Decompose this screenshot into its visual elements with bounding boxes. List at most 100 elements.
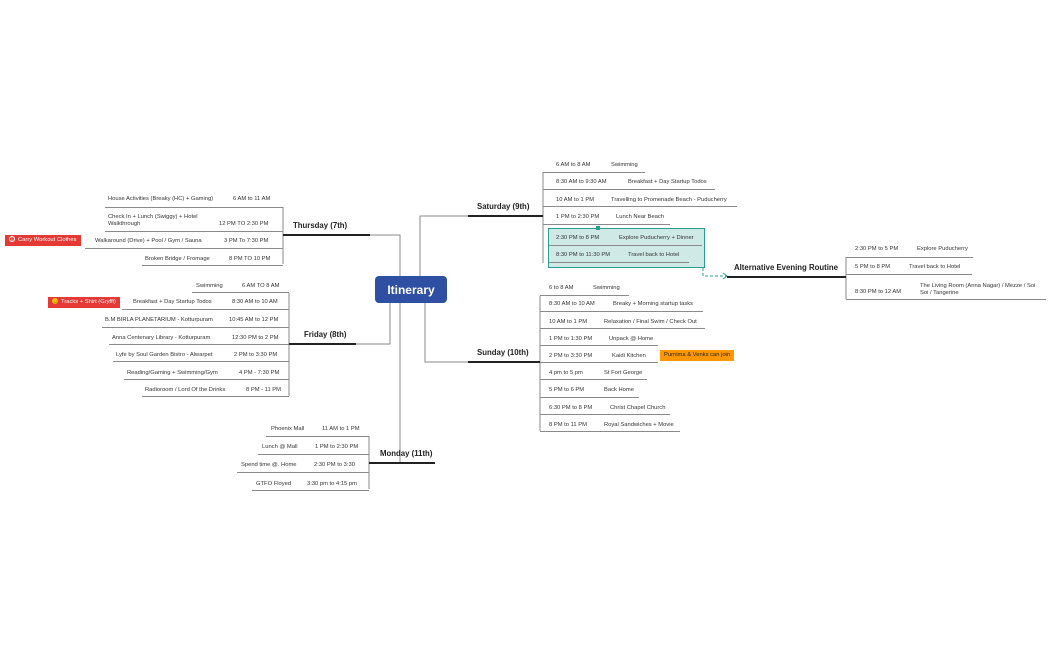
sunday-item-8-activity: Christ Chapel Church <box>610 405 666 411</box>
sunday-item-1-activity: Swimming <box>593 285 620 291</box>
saturday-item-5-activity: Explore Puducherry + Dinner <box>619 235 694 241</box>
friday-underline-7 <box>142 396 289 397</box>
thursday-item-4-time: 8 PM TO 10 PM <box>229 256 271 262</box>
sunday-item-7-time: 5 PM to 6 PM <box>549 387 585 393</box>
tag-tracks-shirt[interactable]: ☺Tracks + Shirt (Gryffi) <box>48 297 120 308</box>
friday-item-6-time: 4 PM - 7:30 PM <box>239 370 280 376</box>
saturday-item-6-time: 8:30 PM to 11:30 PM <box>556 252 611 258</box>
saturday-underline-3 <box>543 206 737 207</box>
thursday-item-3-activity: Walkaround (Drive) + Pool / Gym / Sauna <box>95 238 202 244</box>
tag-carry-workout-clothes-label: Carry Workout Clothes <box>18 237 77 243</box>
saturday-item-6-activity: Travel back to Hotel <box>628 252 680 258</box>
saturday-item-1-time: 6 AM to 8 AM <box>556 162 591 168</box>
tag-purnima-venks-label: Purnima & Venks can join <box>664 352 731 358</box>
sunday-item-3-time: 10 AM to 1 PM <box>549 319 588 325</box>
branch-monday[interactable]: Monday (11th) <box>380 449 433 458</box>
branch-saturday[interactable]: Saturday (9th) <box>477 202 530 211</box>
tag-tracks-shirt-label: Tracks + Shirt (Gryffi) <box>61 299 116 305</box>
connector-saturday <box>419 215 468 286</box>
saturday-item-3-time: 10 AM to 1 PM <box>556 197 595 203</box>
monday-item-1-time: 11 AM to 1 PM <box>322 426 360 432</box>
sunday-item-2-time: 8:30 AM to 10 AM <box>549 301 595 307</box>
sunday-underline-4 <box>540 345 658 346</box>
friday-item-3-activity: B.M BIRLA PLANETARIUM - Kotturpuram <box>105 317 213 323</box>
sunday-item-4-activity: Unpack @ Home <box>609 336 654 342</box>
monday-item-4-activity: GTFO Floyed <box>256 481 292 487</box>
sunday-underline-5 <box>540 362 658 363</box>
info-icon: i <box>9 236 15 243</box>
friday-underline-1 <box>192 292 289 293</box>
thursday-underline-4 <box>142 265 283 266</box>
saturday-item-4-activity: Lunch Near Beach <box>616 214 665 220</box>
alternative-item-2-activity: Travel back to Hotel <box>909 264 961 270</box>
sunday-underline-6 <box>540 379 647 380</box>
saturday-item-4-time: 1 PM to 2:30 PM <box>556 214 600 220</box>
thursday-item-1-activity: House Activities (Breaky (HC) + Gaming) <box>108 196 214 202</box>
friday-item-5-time: 2 PM to 3:30 PM <box>234 352 278 358</box>
thursday-underline-1 <box>105 207 283 208</box>
branch-alternative-evening[interactable]: Alternative Evening Routine <box>734 263 838 272</box>
friday-underline-2 <box>122 309 289 310</box>
branch-friday[interactable]: Friday (8th) <box>304 330 347 339</box>
branch-line-saturday <box>468 215 543 217</box>
thursday-item-4-activity: Broken Bridge / Fromage <box>145 256 210 262</box>
sunday-item-4-time: 1 PM to 1:30 PM <box>549 336 593 342</box>
thursday-underline-3 <box>85 248 283 249</box>
friday-underline-4 <box>109 344 289 345</box>
alternative-item-3-activity: The Living Room (Anna Nagar) / Mezze / S… <box>920 283 1036 296</box>
alternative-underline-2 <box>846 274 972 275</box>
saturday-item-2-activity: Breakfast + Day Startup Todos <box>628 179 707 185</box>
friday-item-3-time: 10:45 AM to 12 PM <box>229 317 279 323</box>
thursday-item-1-time: 6 AM to 11 AM <box>233 196 271 202</box>
monday-item-3-activity: Spend time @. Home <box>241 462 297 468</box>
saturday-underline-5 <box>549 245 702 246</box>
saturday-underline-1 <box>543 172 645 173</box>
friday-item-2-time: 8:30 AM to 10 AM <box>232 299 278 305</box>
thursday-item-2-activity: Check In + Lunch (Swiggy) + Hotel Walkth… <box>108 214 198 227</box>
friday-item-4-time: 12:30 PM to 2 PM <box>232 335 279 341</box>
saturday-underline-2 <box>543 189 715 190</box>
sunday-underline-2 <box>540 311 703 312</box>
friday-item-7-activity: Radioroom / Lord Of the Drinks <box>145 387 226 393</box>
monday-item-1-activity: Phoenix Mall <box>271 426 305 432</box>
sunday-item-9-time: 8 PM to 11 PM <box>549 422 587 428</box>
friday-item-2-activity: Breakfast + Day Startup Todos <box>133 299 212 305</box>
friday-item-6-activity: Reading/Gaming + Swimming/Gym <box>127 370 218 376</box>
tag-purnima-venks[interactable]: Purnima & Venks can join <box>660 350 735 361</box>
saturday-underline-6 <box>549 262 689 263</box>
monday-item-2-activity: Lunch @ Mall <box>262 444 298 450</box>
monday-item-2-time: 1 PM to 2:30 PM <box>315 444 359 450</box>
branch-thursday[interactable]: Thursday (7th) <box>293 221 348 230</box>
branch-sunday[interactable]: Sunday (10th) <box>477 348 529 357</box>
friday-item-1-time: 6 AM TO 8 AM <box>242 283 280 289</box>
thursday-item-3-time: 3 PM To 7:30 PM <box>224 238 269 244</box>
alternative-item-3-time: 8:30 PM to 12 AM <box>855 289 902 295</box>
smiley-icon: ☺ <box>52 298 59 306</box>
alternative-item-2-time: 5 PM to 8 PM <box>855 264 891 270</box>
friday-item-4-activity: Anna Centenary Library - Kotturpuram <box>112 335 211 341</box>
monday-underline-2 <box>258 454 369 455</box>
friday-item-5-activity: Lyfe by Soul Garden Bistro - Alwarpet <box>116 352 213 358</box>
friday-underline-5 <box>113 361 289 362</box>
friday-underline-6 <box>124 379 289 380</box>
friday-item-7-time: 8 PM - 11 PM <box>246 387 282 393</box>
sunday-underline-3 <box>540 328 705 329</box>
monday-underline-4 <box>252 490 369 491</box>
alternative-underline-3 <box>846 299 1046 300</box>
sunday-item-9-activity: Royal Sandwiches + Movie <box>604 422 674 428</box>
connector-monday <box>369 300 401 464</box>
sunday-underline-8 <box>540 414 670 415</box>
monday-underline-1 <box>266 436 369 437</box>
sunday-item-8-time: 6:30 PM to 8 PM <box>549 405 593 411</box>
root-node[interactable]: Itinerary <box>375 276 447 303</box>
sunday-item-7-activity: Back Home <box>604 387 634 393</box>
saturday-underline-4 <box>543 224 670 225</box>
sunday-underline-1 <box>540 295 629 296</box>
highlighted-group[interactable] <box>548 228 705 268</box>
thursday-item-2-time: 12 PM TO 2:30 PM <box>219 221 269 227</box>
thursday-underline-2 <box>105 231 283 232</box>
branch-line-thursday <box>283 234 370 236</box>
sunday-item-3-activity: Relaxation / Final Swim / Check Out <box>604 319 697 325</box>
